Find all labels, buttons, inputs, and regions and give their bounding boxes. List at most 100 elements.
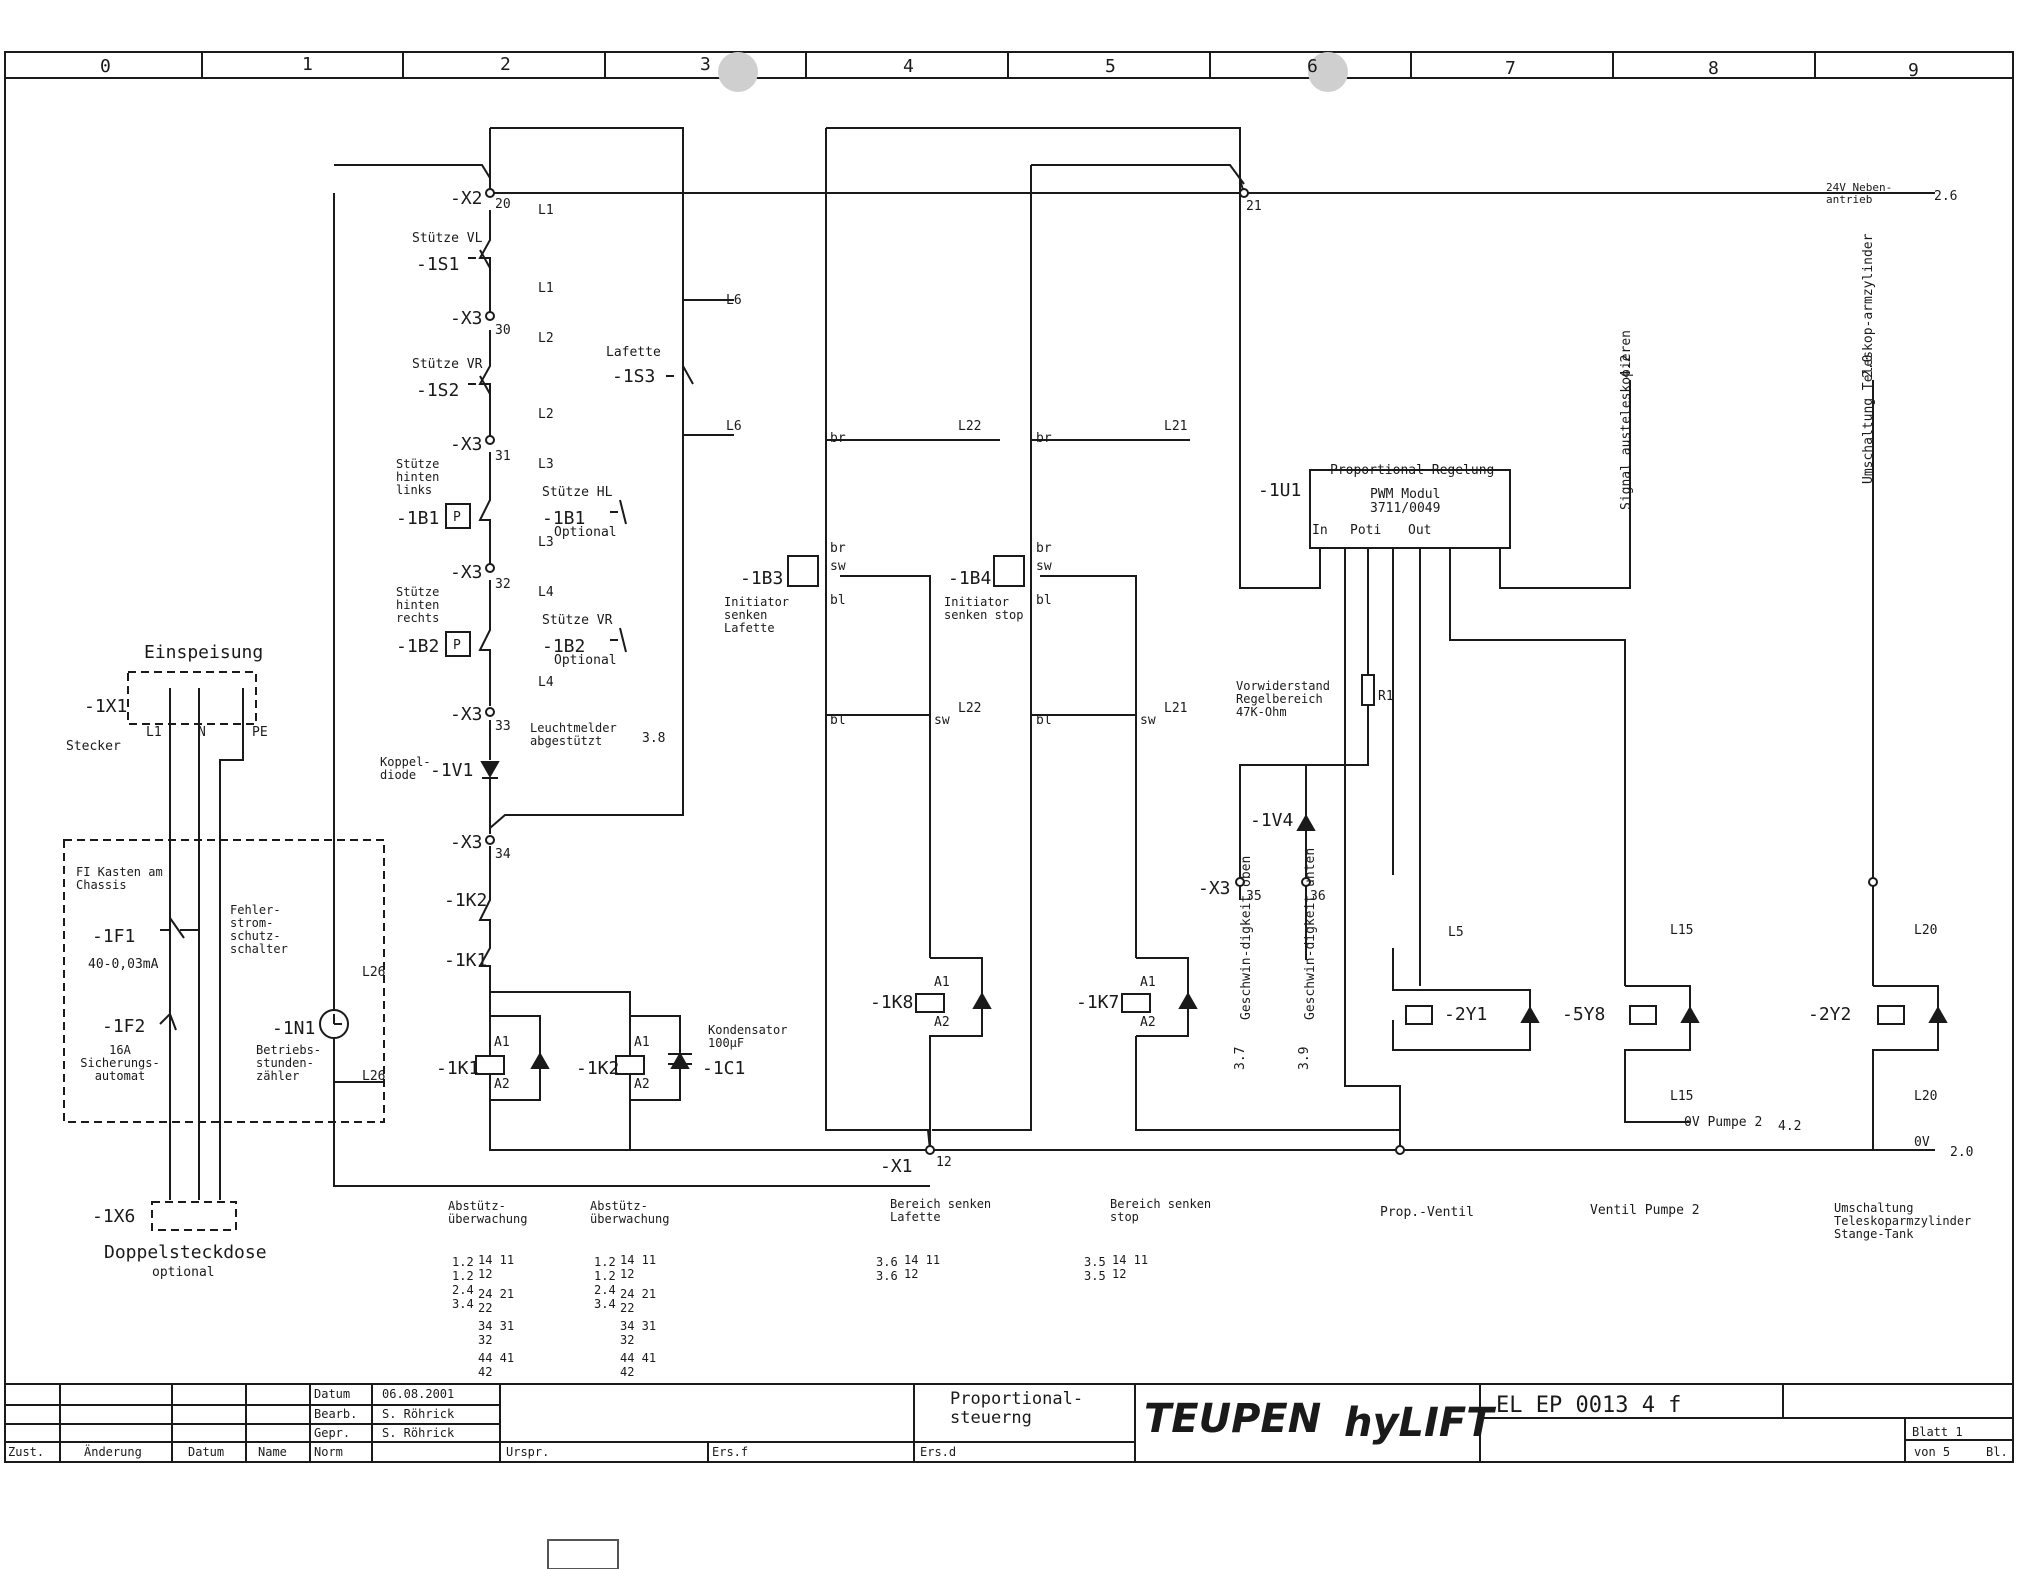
- drawing-title: Proportional-steuerng: [950, 1390, 1084, 1428]
- column-number: 7: [1505, 58, 1516, 79]
- k7-diode: [1178, 991, 1198, 1009]
- leuchtmelder-label: Leuchtmelder abgestützt: [530, 722, 617, 748]
- geschwindigkeit-unten: Geschwin-digkeit unten: [1303, 848, 1318, 1020]
- x3-label: -X3: [450, 562, 483, 583]
- r1-resistor: [1361, 674, 1375, 706]
- wire-color: br: [1036, 541, 1052, 556]
- column-number: 4: [903, 56, 914, 77]
- wire-label: L21: [1164, 701, 1187, 716]
- contact-pair: 34 31: [478, 1319, 514, 1333]
- y1-coil: [1405, 1005, 1433, 1025]
- k2-diode: [670, 1051, 690, 1069]
- k8-label: -1K8: [870, 992, 913, 1013]
- contact-pair: 12: [478, 1267, 492, 1281]
- terminal: [1301, 877, 1311, 887]
- wire-color: sw: [1036, 559, 1052, 574]
- wire-label: L15: [1670, 1089, 1693, 1104]
- column-number: 8: [1708, 58, 1719, 79]
- contact-pair: 14 11: [1112, 1253, 1148, 1267]
- x3-label: -X3: [1198, 878, 1231, 899]
- terminal: [1239, 188, 1249, 198]
- tb-bearb-label: Bearb.: [314, 1407, 357, 1421]
- wire-color: bl: [830, 713, 846, 728]
- k2-label: -1K2: [576, 1058, 619, 1079]
- column-number: 9: [1908, 60, 1919, 81]
- u1-out: Out: [1408, 523, 1431, 538]
- pressure-p: P: [453, 510, 461, 525]
- pin-label: PE: [252, 725, 268, 740]
- hylift-logo: hyLIFT: [1344, 1400, 1496, 1446]
- contact-ref: 1.2: [594, 1255, 616, 1269]
- sheet-number: Blatt 1: [1912, 1425, 1963, 1439]
- contact-pair: 12: [904, 1267, 918, 1281]
- x3-label: -X3: [450, 704, 483, 725]
- cross-reference: 4.2: [1778, 1119, 1801, 1134]
- u1-module-code: 3711/0049: [1370, 501, 1440, 516]
- wire-color: br: [830, 541, 846, 556]
- b2-function-label: Stütze hinten rechts: [396, 586, 440, 625]
- tb-head-datum: Datum: [188, 1445, 224, 1459]
- coil-terminal: A1: [934, 975, 950, 990]
- coil-terminal: A1: [1140, 975, 1156, 990]
- wire-label: L5: [1448, 925, 1464, 940]
- components: [319, 188, 1948, 1155]
- column-numbers: 0 1 2 3 4 5 6 7 8 9: [100, 54, 1919, 81]
- terminal: [485, 435, 495, 445]
- b2-optional-function: Stütze VR: [542, 613, 613, 628]
- tb-urspr: Urspr.: [506, 1445, 549, 1459]
- tb-gepr-label: Gepr.: [314, 1426, 350, 1440]
- x3-label: -X3: [450, 308, 483, 329]
- terminal: [1235, 877, 1245, 887]
- tb-head-norm: Norm: [314, 1445, 343, 1459]
- u1-poti: Poti: [1350, 523, 1381, 538]
- f2-value: 16A Sicherungs-automat: [80, 1044, 160, 1083]
- contact-pair: 44 41: [620, 1351, 656, 1365]
- tb-head-aenderung: Änderung: [84, 1444, 142, 1459]
- wire-label: L1: [538, 203, 554, 218]
- cross-reference: 3.8: [642, 731, 665, 746]
- u1-in: In: [1312, 523, 1328, 538]
- wire-label: L15: [1670, 923, 1693, 938]
- contact-pair: 12: [620, 1267, 634, 1281]
- terminal-number: 31: [495, 449, 511, 464]
- fi-box-label: FI Kasten am Chassis: [76, 866, 163, 892]
- terminal-number: 34: [495, 847, 511, 862]
- tb-gepr-value: S. Röhrick: [382, 1426, 455, 1440]
- k1-contact-label: -1K1: [444, 950, 487, 971]
- cross-reference: 3.9: [1297, 1047, 1312, 1070]
- contact-ref: 3.6: [876, 1255, 898, 1269]
- tb-head-name: Name: [258, 1445, 287, 1459]
- tb-datum-label: Datum: [314, 1387, 350, 1401]
- column-number: 2: [500, 54, 511, 75]
- cross-reference: 2.0: [1950, 1145, 1973, 1160]
- terminal-number: 21: [1246, 199, 1262, 214]
- wire-label: L26: [362, 1069, 385, 1084]
- wire-color: sw: [830, 559, 846, 574]
- wire-color: sw: [1140, 713, 1156, 728]
- prop-ventil-label: Prop.-Ventil: [1380, 1205, 1474, 1220]
- contact-pair: 22: [620, 1301, 634, 1315]
- wire-label: L20: [1914, 923, 1937, 938]
- x3-label: -X3: [450, 832, 483, 853]
- cross-reference: 2.6: [1934, 189, 1957, 204]
- wire-color: bl: [1036, 593, 1052, 608]
- contact-ref: 1.2: [452, 1255, 474, 1269]
- b3-label: -1B3: [740, 568, 783, 589]
- socket-x6-box: [151, 1201, 237, 1231]
- v4-label: -1V4: [1250, 810, 1293, 831]
- contact-ref: 3.4: [452, 1297, 474, 1311]
- wire-label: L2: [538, 331, 554, 346]
- pin-label: N: [198, 725, 206, 740]
- wire-label: L21: [1164, 419, 1187, 434]
- contact-pair: 34 31: [620, 1319, 656, 1333]
- b1-optional-function: Stütze HL: [542, 485, 613, 500]
- fehler-label: Fehler-strom-schutz-schalter: [230, 904, 288, 956]
- abstuetz-label-1: Abstütz-überwachung: [448, 1200, 528, 1226]
- wire-color: sw: [934, 713, 950, 728]
- wire-label: L3: [538, 457, 554, 472]
- wiring: [169, 127, 1939, 1200]
- wire-label: L6: [726, 293, 742, 308]
- y8-label: -5Y8: [1562, 1004, 1605, 1025]
- contact-pair: 14 11: [904, 1253, 940, 1267]
- contact-ref: 3.5: [1084, 1269, 1106, 1283]
